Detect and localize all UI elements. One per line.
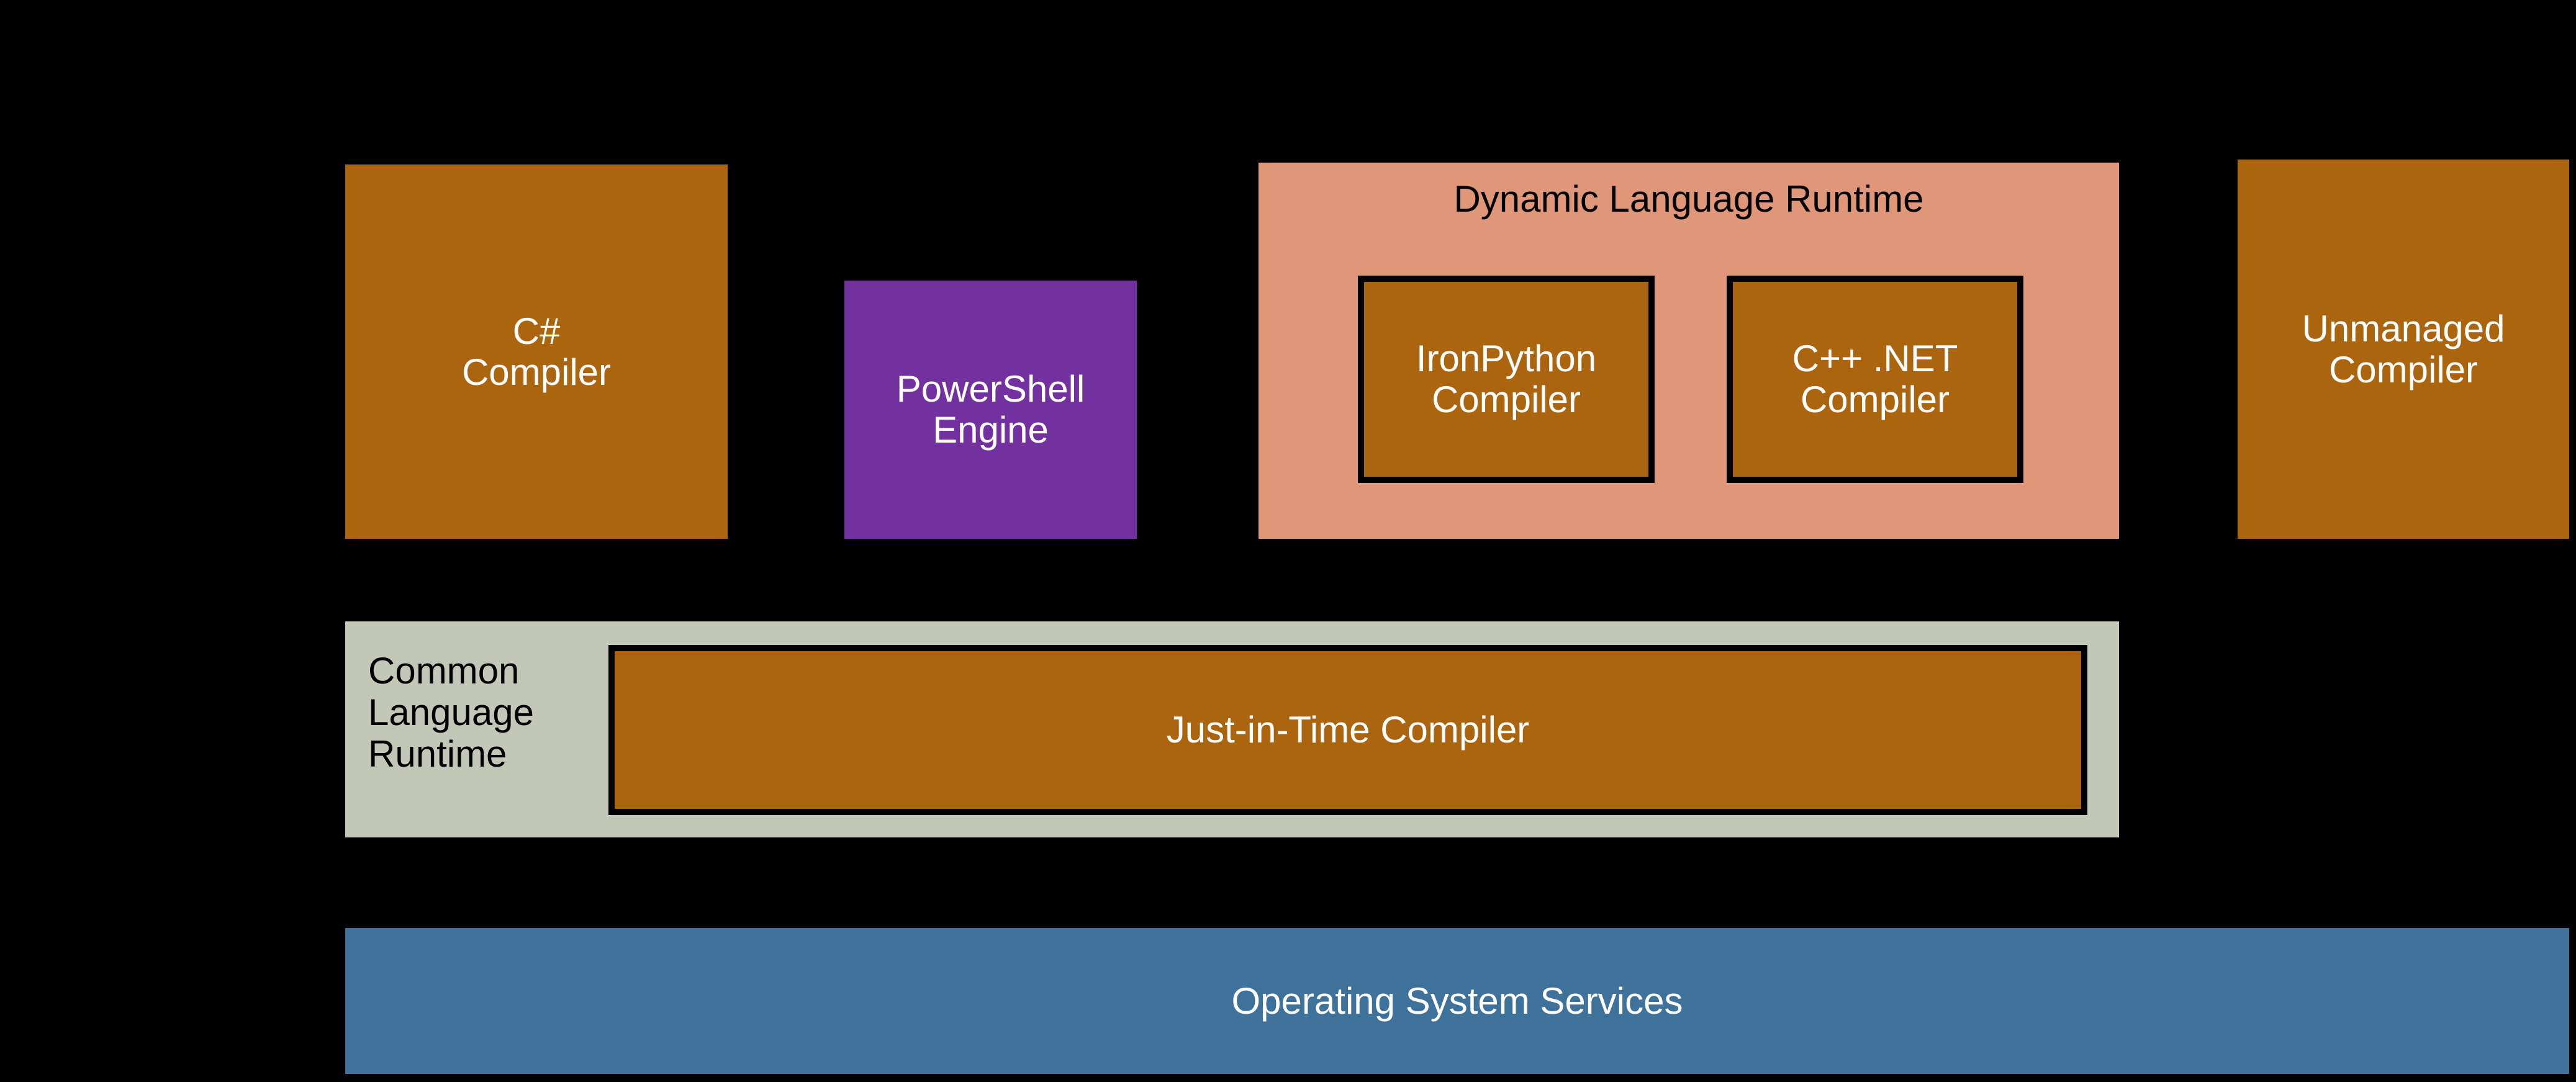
powershell-engine-label-line-1: PowerShell bbox=[896, 368, 1085, 410]
ironpython-compiler-label-line-1: IronPython bbox=[1416, 338, 1597, 379]
powershell-engine-label-line-2: Engine bbox=[933, 409, 1049, 451]
unmanaged-compiler-box: Unmanaged Compiler bbox=[2238, 160, 2569, 539]
dynamic-language-runtime-container: Dynamic Language Runtime IronPython Comp… bbox=[1259, 163, 2119, 539]
jit-compiler-box: Just-in-Time Compiler bbox=[608, 645, 2087, 815]
jit-compiler-label: Just-in-Time Compiler bbox=[1166, 709, 1530, 751]
unmanaged-compiler-label-line-1: Unmanaged bbox=[2302, 307, 2505, 349]
csharp-compiler-box: C# Compiler bbox=[345, 165, 728, 539]
common-language-runtime-container: Common Language Runtime Just-in-Time Com… bbox=[345, 621, 2119, 837]
ironpython-compiler-label-line-2: Compiler bbox=[1431, 379, 1581, 420]
common-language-runtime-label-line-2: Language bbox=[368, 692, 534, 733]
csharp-compiler-label-line-1: C# bbox=[512, 310, 561, 352]
powershell-engine-box: PowerShell Engine bbox=[844, 281, 1137, 539]
operating-system-services-label: Operating System Services bbox=[1231, 980, 1683, 1022]
common-language-runtime-label-line-3: Runtime bbox=[368, 733, 507, 775]
cpp-net-compiler-label-line-2: Compiler bbox=[1800, 379, 1950, 420]
common-language-runtime-label-line-1: Common bbox=[368, 650, 520, 692]
unmanaged-compiler-label-line-2: Compiler bbox=[2328, 348, 2479, 390]
dynamic-language-runtime-title: Dynamic Language Runtime bbox=[1453, 178, 1924, 220]
csharp-compiler-label-line-2: Compiler bbox=[461, 351, 612, 393]
operating-system-services-bar: Operating System Services bbox=[345, 928, 2569, 1074]
common-language-runtime-label: Common Language Runtime bbox=[368, 650, 534, 775]
cpp-net-compiler-label-line-1: C++ .NET bbox=[1792, 338, 1958, 379]
ironpython-compiler-box: IronPython Compiler bbox=[1358, 276, 1655, 483]
cpp-net-compiler-box: C++ .NET Compiler bbox=[1727, 276, 2023, 483]
